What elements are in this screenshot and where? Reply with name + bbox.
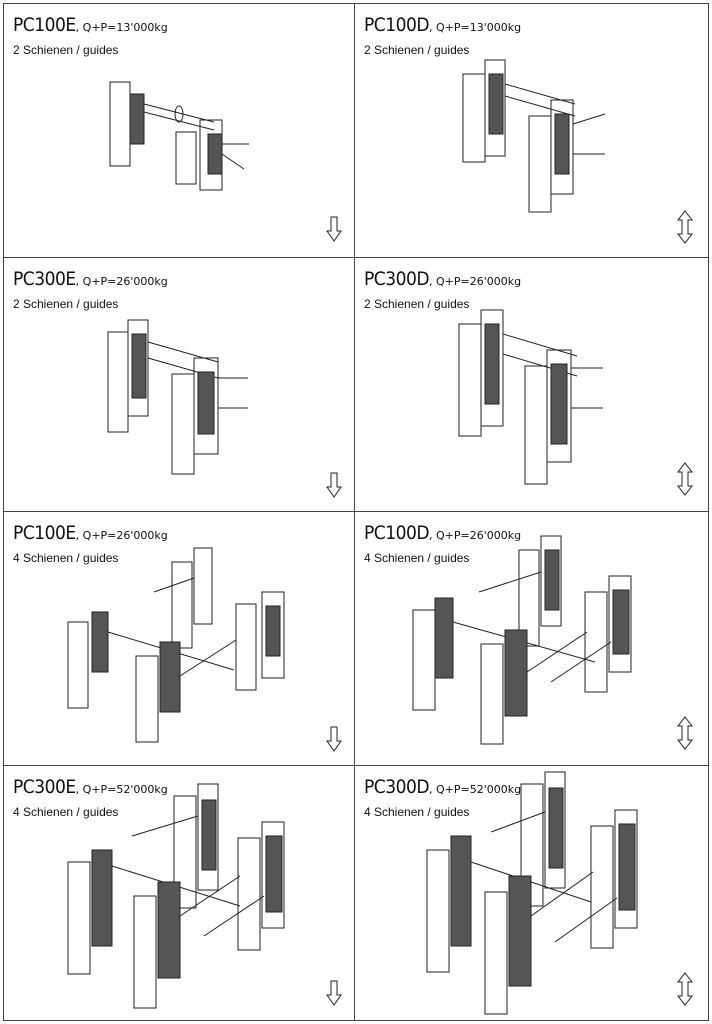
model-name: PC300E (13, 268, 76, 290)
guides-label: 2 Schienen / guides (13, 297, 119, 311)
down-arrow-icon (326, 216, 342, 242)
guides-label: 4 Schienen / guides (13, 805, 119, 819)
model-name: PC100D (364, 522, 430, 544)
guides-label: 2 Schienen / guides (364, 43, 470, 57)
model-name: PC300D (364, 268, 430, 290)
guides-label: 2 Schienen / guides (364, 297, 470, 311)
cell-title: PC300E, Q+P=26'000kg (13, 270, 168, 289)
down-arrow-icon (326, 980, 342, 1006)
product-cell: PC300E, Q+P=26'000kg 2 Schienen / guides (4, 258, 355, 512)
model-name: PC300D (364, 776, 430, 798)
down-arrow-icon (326, 472, 342, 498)
guides-label: 4 Schienen / guides (364, 805, 470, 819)
guides-label: 4 Schienen / guides (13, 551, 119, 565)
product-cell: PC100E, Q+P=13'000kg 2 Schienen / guides (4, 4, 355, 258)
assembly-drawing (412, 535, 632, 745)
down-arrow-icon (326, 726, 342, 752)
model-name: PC100E (13, 14, 76, 36)
load-spec: , Q+P=52'000kg (75, 783, 168, 796)
assembly-drawing (67, 783, 285, 1009)
product-cell: PC300D, Q+P=52'000kg 4 Schienen / guides (355, 766, 708, 1020)
product-grid: PC100E, Q+P=13'000kg 2 Schienen / guides… (3, 3, 709, 1021)
cell-title: PC100E, Q+P=13'000kg (13, 16, 168, 35)
up-down-arrow-icon (677, 716, 693, 750)
model-name: PC100E (13, 522, 76, 544)
cell-title: PC100E, Q+P=26'000kg (13, 524, 168, 543)
product-cell: PC100E, Q+P=26'000kg 4 Schienen / guides (4, 512, 355, 766)
assembly-drawing (109, 81, 249, 191)
cell-title: PC300D, Q+P=52'000kg (364, 778, 521, 797)
load-spec: , Q+P=52'000kg (429, 783, 522, 796)
up-down-arrow-icon (677, 210, 693, 244)
model-name: PC300E (13, 776, 76, 798)
load-spec: , Q+P=26'000kg (75, 275, 168, 288)
cell-title: PC300E, Q+P=52'000kg (13, 778, 168, 797)
load-spec: , Q+P=13'000kg (429, 21, 522, 34)
assembly-drawing (462, 59, 606, 213)
product-cell: PC300E, Q+P=52'000kg 4 Schienen / guides (4, 766, 355, 1020)
cell-title: PC300D, Q+P=26'000kg (364, 270, 521, 289)
assembly-drawing (67, 547, 285, 743)
load-spec: , Q+P=26'000kg (429, 529, 522, 542)
assembly-drawing (107, 319, 248, 475)
product-cell: PC300D, Q+P=26'000kg 2 Schienen / guides (355, 258, 708, 512)
guides-label: 2 Schienen / guides (13, 43, 119, 57)
up-down-arrow-icon (677, 462, 693, 496)
guides-label: 4 Schienen / guides (364, 551, 470, 565)
assembly-drawing (426, 771, 638, 1015)
load-spec: , Q+P=26'000kg (429, 275, 522, 288)
model-name: PC100D (364, 14, 430, 36)
product-cell: PC100D, Q+P=13'000kg 2 Schienen / guides (355, 4, 708, 258)
up-down-arrow-icon (677, 972, 693, 1006)
cell-title: PC100D, Q+P=13'000kg (364, 16, 521, 35)
product-cell: PC100D, Q+P=26'000kg 4 Schienen / guides (355, 512, 708, 766)
load-spec: , Q+P=26'000kg (75, 529, 168, 542)
cell-title: PC100D, Q+P=26'000kg (364, 524, 521, 543)
load-spec: , Q+P=13'000kg (75, 21, 168, 34)
assembly-drawing (458, 309, 603, 485)
